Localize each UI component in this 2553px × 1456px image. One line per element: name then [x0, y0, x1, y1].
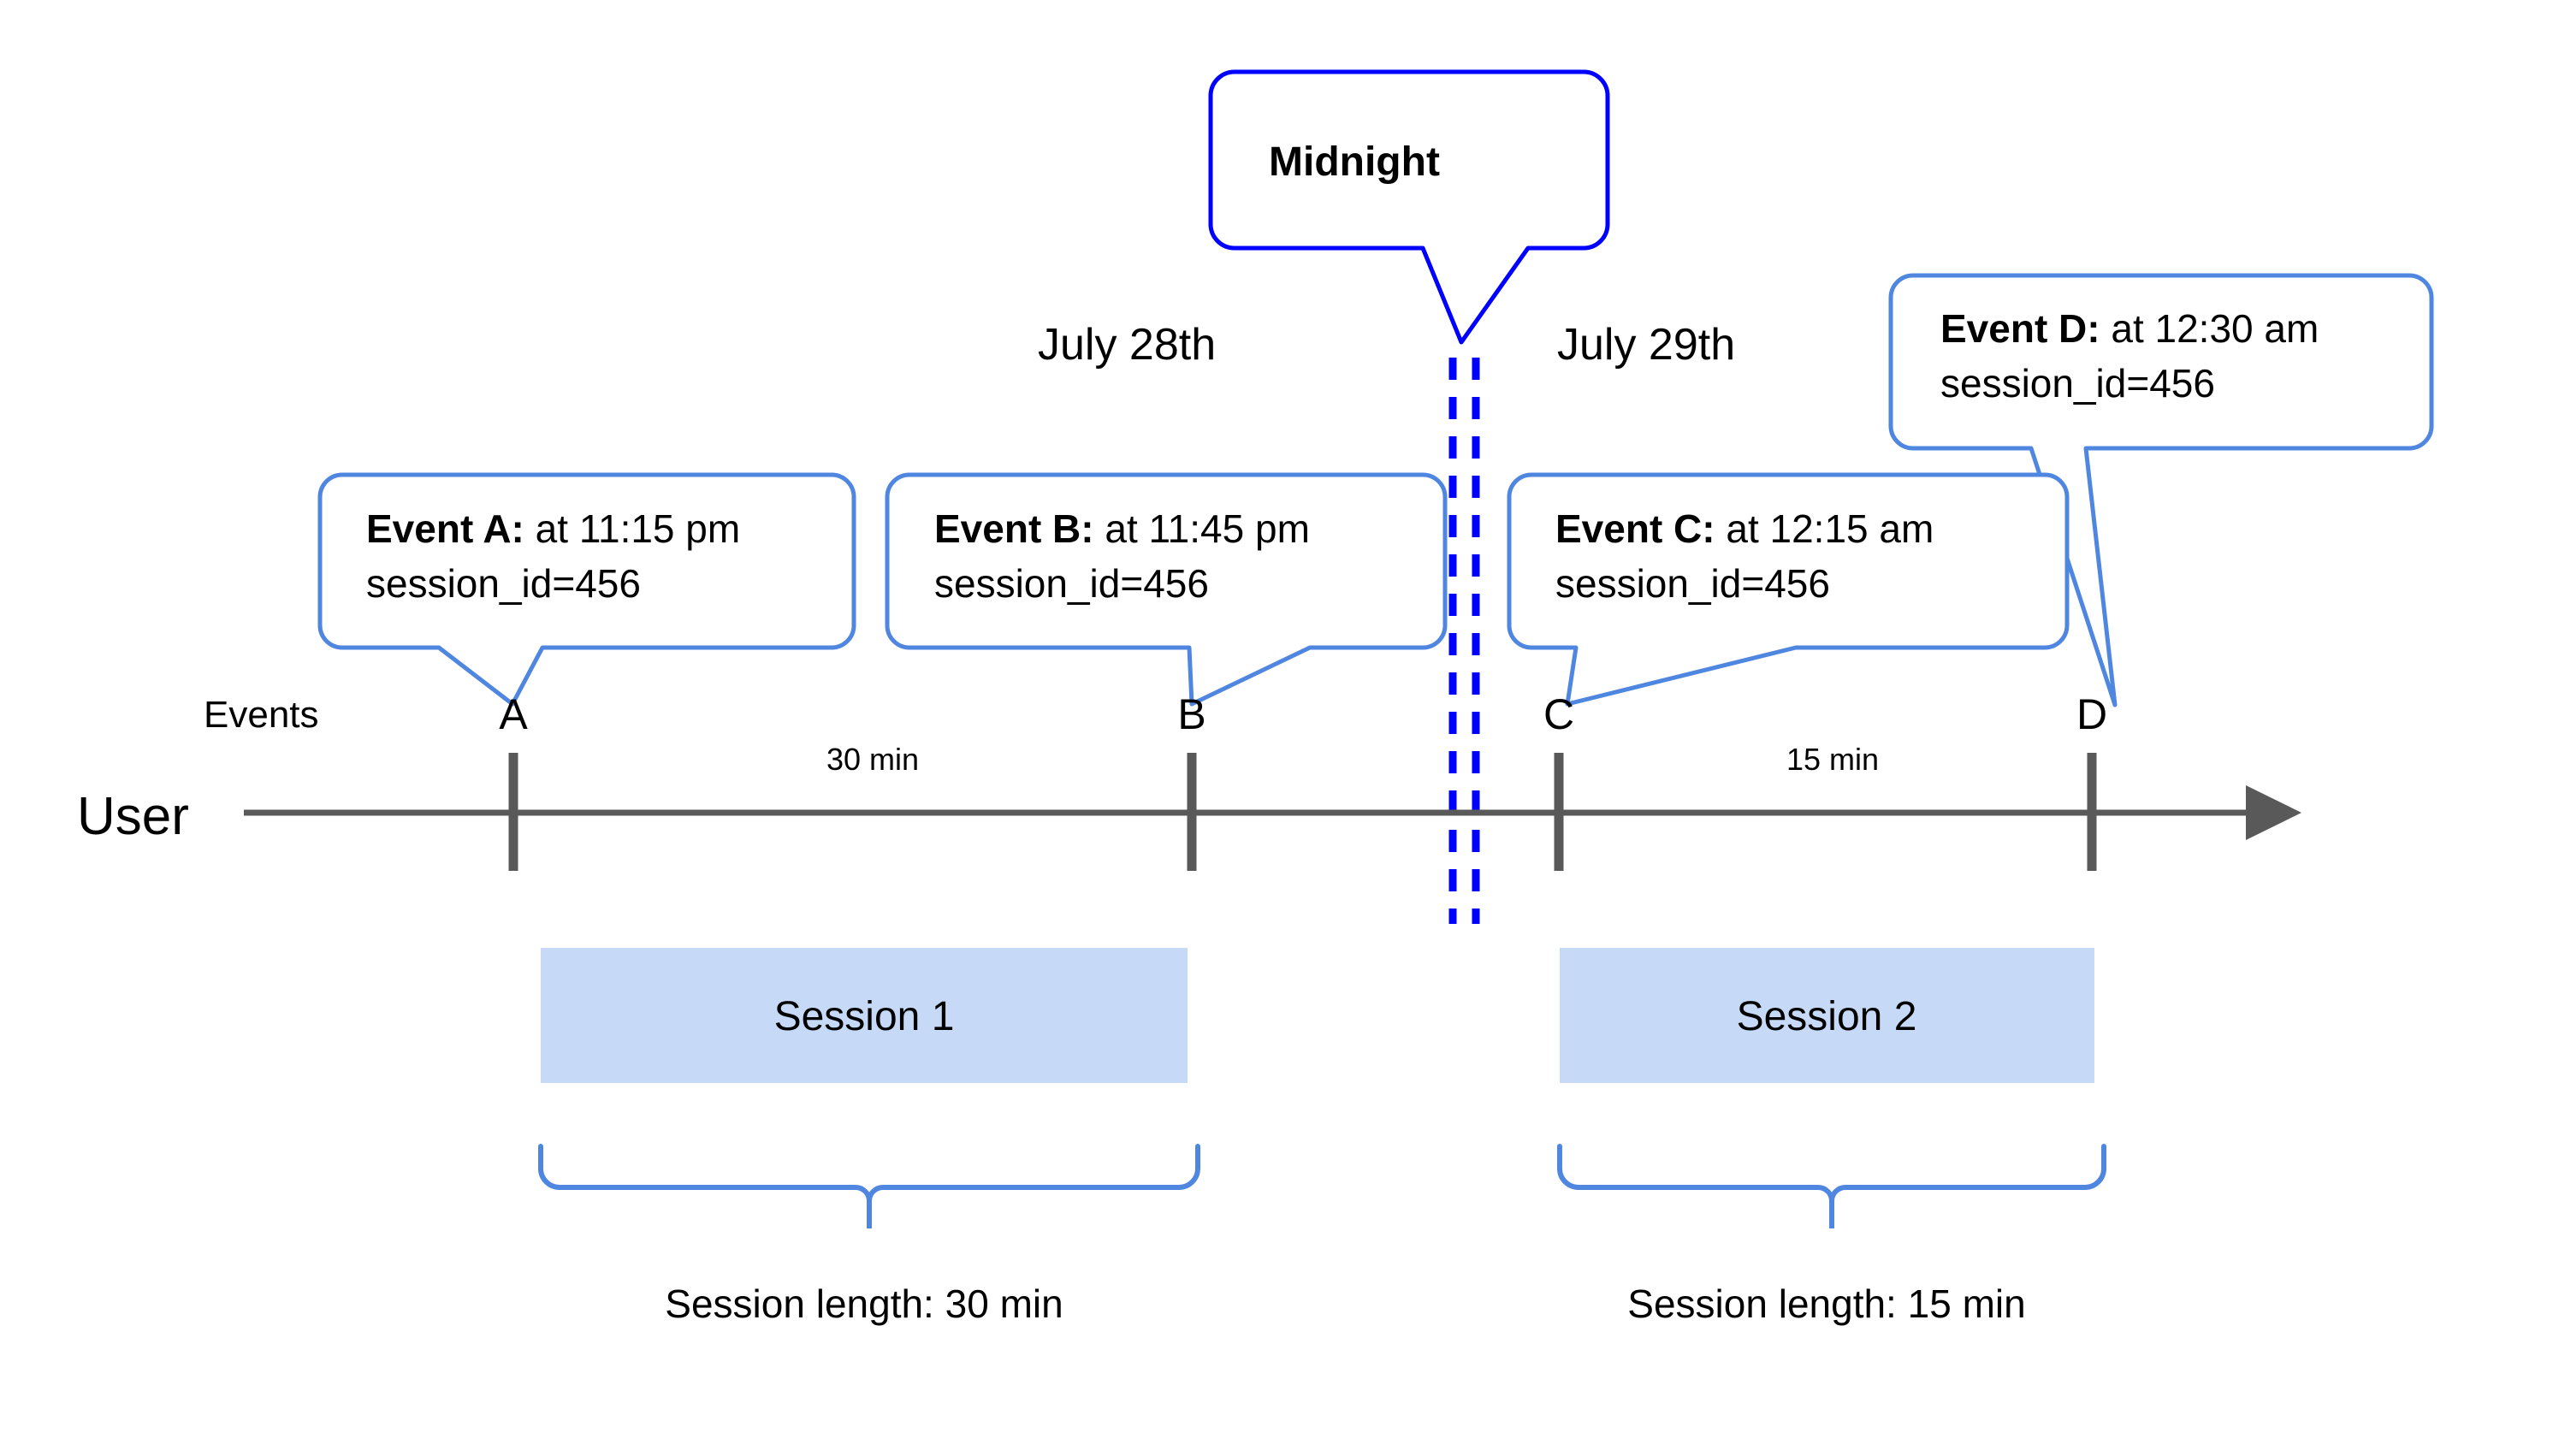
session-bar-1-rect [541, 948, 1188, 1083]
event-callout-c-shape [1507, 472, 2070, 707]
gap-label-c-d: 15 min [1786, 742, 1879, 777]
events-row-label: Events [204, 694, 319, 736]
event-callout-b-line2: session_id=456 [934, 561, 1209, 606]
session-length-label-1: Session length: 30 min [665, 1281, 1063, 1326]
event-c-label: Event C: [1555, 506, 1715, 551]
event-callout-c: Event C: at 12:15 am session_id=456 [1507, 472, 2070, 707]
event-callout-a-line1: Event A: at 11:15 pm [366, 506, 740, 551]
session-bar-1-label: Session 1 [774, 994, 955, 1039]
session-brace-2 [1557, 1144, 2106, 1228]
session-brace-2-path [1557, 1144, 2106, 1228]
event-callout-d-line1: Event D: at 12:30 am [1940, 306, 2319, 351]
event-callout-a: Event A: at 11:15 pm session_id=456 [317, 472, 856, 707]
session-bar-1: Session 1 [541, 948, 1188, 1083]
midnight-callout-shape [1208, 69, 1610, 345]
event-callout-c-line2: session_id=456 [1555, 561, 1830, 606]
tick-label-c: C [1543, 690, 1574, 738]
event-d-time: at 12:30 am [2100, 306, 2319, 351]
event-c-time: at 12:15 am [1715, 506, 1934, 551]
event-d-label: Event D: [1940, 306, 2100, 351]
event-callout-b-line1: Event B: at 11:45 pm [934, 506, 1310, 551]
timeline-arrow-head [2246, 785, 2301, 840]
date-label-july-28: July 28th [1038, 320, 1216, 370]
event-callout-b: Event B: at 11:45 pm session_id=456 [885, 472, 1448, 707]
date-label-july-29: July 29th [1557, 320, 1735, 370]
event-callout-d-shape [1888, 273, 2434, 707]
midnight-callout: Midnight [1208, 69, 1610, 345]
session-brace-1 [538, 1144, 1200, 1228]
tick-label-b: B [1177, 690, 1205, 738]
timeline-axis [244, 753, 2301, 871]
event-a-label: Event A: [366, 506, 524, 551]
session-bar-2-label: Session 2 [1737, 994, 1917, 1039]
event-callout-a-line2: session_id=456 [366, 561, 641, 606]
event-b-label: Event B: [934, 506, 1094, 551]
session-bar-2: Session 2 [1560, 948, 2094, 1083]
event-callout-c-line1: Event C: at 12:15 am [1555, 506, 1934, 551]
event-a-time: at 11:15 pm [524, 506, 740, 551]
tick-label-a: A [499, 690, 528, 738]
midnight-boundary-lines [1448, 358, 1480, 924]
event-callout-d: Event D: at 12:30 am session_id=456 [1888, 273, 2434, 707]
session-length-label-2: Session length: 15 min [1627, 1281, 2025, 1326]
tick-label-d: D [2076, 690, 2107, 738]
gap-label-a-b: 30 min [826, 742, 919, 777]
user-lane-label: User [77, 787, 189, 846]
event-callout-d-line2: session_id=456 [1940, 361, 2215, 405]
session-bar-2-rect [1560, 948, 2094, 1083]
event-callout-a-shape [317, 472, 856, 707]
event-callout-b-shape [885, 472, 1448, 707]
event-b-time: at 11:45 pm [1094, 506, 1310, 551]
midnight-label: Midnight [1269, 139, 1440, 185]
session-brace-1-path [538, 1144, 1200, 1228]
